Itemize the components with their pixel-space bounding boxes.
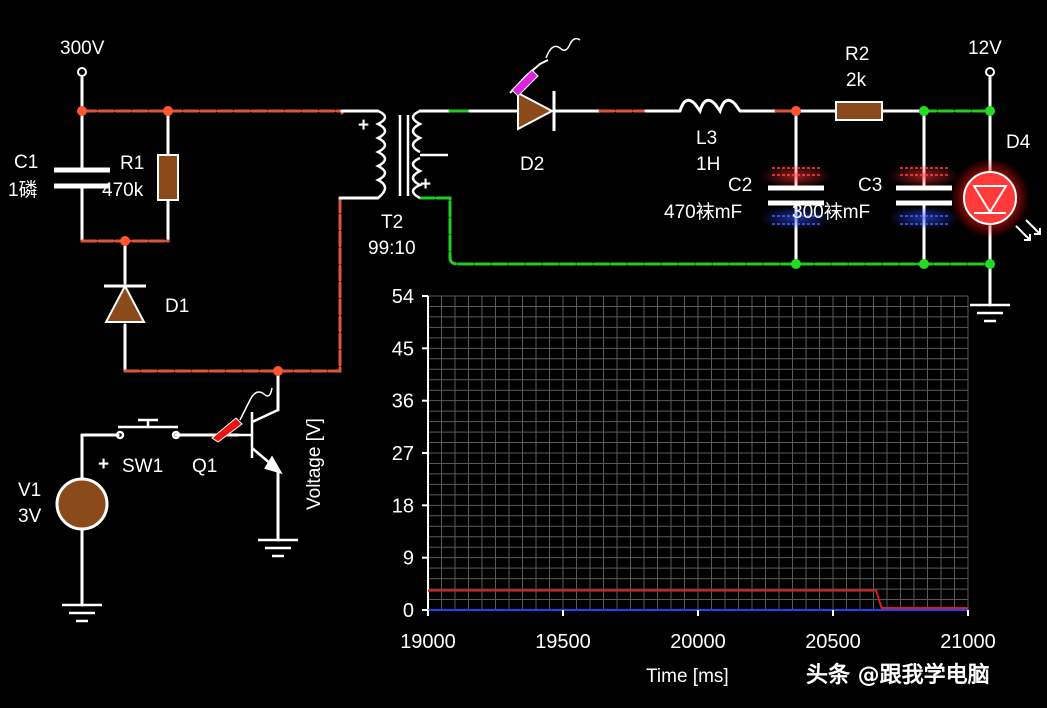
inductor-l3[interactable]: [678, 98, 742, 115]
current-probe-icon[interactable]: [211, 387, 273, 443]
ground-icon: [62, 603, 102, 623]
diode-d1[interactable]: [104, 283, 146, 323]
v1-value: 3V: [18, 506, 42, 527]
resistor-r1[interactable]: [157, 154, 179, 201]
y-tick-label: 45: [392, 338, 414, 360]
r2-value: 2k: [846, 70, 867, 91]
r1-name: R1: [120, 153, 144, 174]
c1-name: C1: [14, 152, 38, 173]
c2-name: C2: [728, 175, 752, 196]
c3-value: 300袜mF: [792, 201, 870, 223]
chart-x-ticks: 19000 19500 20000 20500 21000: [400, 610, 996, 653]
ground-icon: [970, 303, 1010, 323]
v1-plus: +: [98, 454, 109, 475]
x-tick-label: 19500: [535, 631, 591, 653]
c1-value: 1磷: [8, 179, 38, 201]
l3-value: 1H: [696, 154, 720, 175]
d2-name: D2: [520, 154, 544, 175]
node-d4-bottom: [985, 259, 995, 269]
nodes: [77, 67, 995, 376]
scope-chart[interactable]: 0 9 18 27 36 45 54 19000 19500 20000 20500 21000 V…: [304, 286, 996, 687]
transformer-t2[interactable]: [375, 109, 448, 200]
chart-y-label: Voltage [V]: [304, 418, 325, 510]
led-light-arrows-icon: [1015, 219, 1041, 241]
wire-top-rail: [80, 109, 344, 115]
y-tick-label: 9: [403, 548, 414, 570]
v1-name: V1: [18, 480, 41, 501]
current-probe-icon[interactable]: [509, 37, 581, 97]
chart-x-label: Time [ms]: [646, 666, 729, 687]
wire-sec-bottom: [418, 196, 992, 266]
resistor-r2[interactable]: [835, 101, 883, 121]
y-tick-label: 54: [392, 286, 414, 308]
node-c3-top: [919, 106, 929, 116]
y-tick-label: 18: [392, 495, 414, 517]
series-line-0: [428, 589, 968, 609]
v300-label: 300V: [60, 38, 105, 59]
capacitor-c1[interactable]: [54, 167, 110, 189]
capacitor-c2[interactable]: [760, 164, 832, 230]
capacitor-c3[interactable]: [888, 164, 960, 230]
node-12v-probe[interactable]: [985, 67, 995, 77]
watermark: 头条 @跟我学电脑: [806, 662, 990, 688]
node-q1-collector: [273, 366, 283, 376]
c2-value: 470袜mF: [664, 201, 742, 223]
t2-prim-plus: +: [358, 115, 369, 136]
node-d1-top: [120, 236, 130, 246]
chart-y-ticks: 0 9 18 27 36 45 54: [392, 286, 428, 622]
y-tick-label: 36: [392, 391, 414, 413]
node-top-r1: [163, 106, 173, 116]
x-tick-label: 21000: [940, 631, 996, 653]
node-c2-top: [791, 106, 801, 116]
x-tick-label: 20000: [670, 631, 726, 653]
d1-name: D1: [165, 296, 189, 317]
r2-name: R2: [845, 44, 869, 65]
q1-name: Q1: [192, 456, 217, 477]
node-top-left: [77, 106, 87, 116]
y-tick-label: 27: [392, 443, 414, 465]
switch-sw1[interactable]: [115, 418, 181, 440]
node-300v-probe[interactable]: [77, 67, 87, 77]
x-tick-label: 19000: [400, 631, 456, 653]
ground-icon: [258, 538, 298, 558]
node-c2-bottom: [791, 259, 801, 269]
node-c3-bottom: [919, 259, 929, 269]
chart-grid: [427, 295, 969, 611]
t2-sec-plus: +: [420, 174, 431, 195]
voltage-source-v1[interactable]: [55, 477, 109, 531]
wire-d1-q1: [123, 196, 342, 373]
transistor-q1[interactable]: [238, 408, 283, 475]
d4-name: D4: [1006, 132, 1031, 153]
t2-ratio: 99:10: [368, 238, 416, 259]
r1-value: 470k: [102, 180, 144, 201]
diode-d2[interactable]: [517, 91, 556, 131]
led-d4[interactable]: [950, 158, 1030, 238]
v12-label: 12V: [968, 38, 1002, 59]
t2-name: T2: [381, 212, 403, 233]
x-tick-label: 20500: [805, 631, 861, 653]
node-d4-top: [985, 106, 995, 116]
y-tick-label: 0: [403, 600, 414, 622]
l3-name: L3: [696, 128, 717, 149]
c3-name: C3: [858, 175, 882, 196]
sw1-name: SW1: [122, 456, 163, 477]
